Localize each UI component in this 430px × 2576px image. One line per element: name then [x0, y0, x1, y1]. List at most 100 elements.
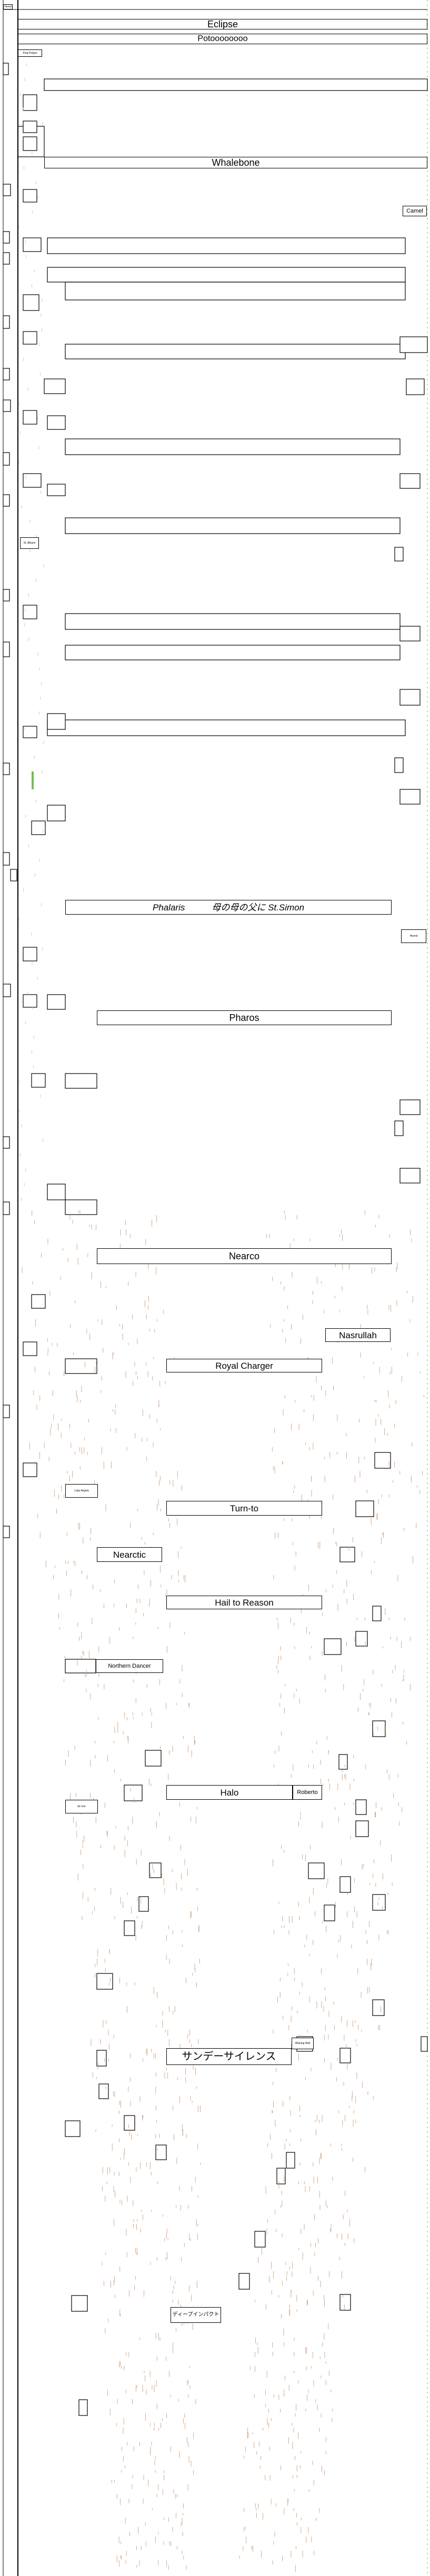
name-box-9 [23, 294, 39, 311]
name-box-8 [3, 252, 10, 265]
name-box-77 [372, 1894, 386, 1911]
name-box-24 [394, 547, 404, 562]
name-box-18 [47, 415, 66, 430]
branch-bar-2 [47, 237, 406, 254]
name-box-94 [78, 2399, 88, 2416]
label-royal-charger: Royal Charger [166, 1359, 322, 1372]
connector-lines [3, 0, 428, 2576]
name-box-31 [23, 726, 37, 738]
name-box-29 [399, 689, 421, 706]
name-box-25 [3, 589, 10, 602]
name-box-46 [3, 1136, 10, 1149]
name-box-72 [149, 1862, 162, 1878]
label-roberto: Roberto [293, 1785, 322, 1800]
name-box-58 [355, 1500, 374, 1517]
name-box-6 [3, 231, 10, 244]
name-box-52 [31, 1294, 46, 1309]
label-root: Herod [3, 4, 13, 9]
name-box-23 [3, 494, 10, 507]
label-potoooooooo: Potoooooooo [18, 34, 427, 44]
name-box-11 [23, 331, 37, 345]
name-box-71 [308, 1862, 325, 1879]
name-box-56 [374, 1452, 391, 1469]
name-box-7 [23, 237, 42, 252]
name-box-79 [372, 1999, 385, 2016]
name-box-82 [96, 2050, 107, 2067]
name-box-26 [23, 605, 37, 619]
name-box-61 [324, 1638, 342, 1655]
label-halo: Halo [166, 1785, 293, 1800]
label-wishing-well: Wishing Well [292, 2038, 314, 2049]
name-box-3 [23, 136, 37, 151]
name-box-34 [399, 789, 421, 805]
name-box-48 [399, 1168, 421, 1184]
branch-bar-6 [65, 438, 401, 455]
name-box-15 [406, 378, 425, 395]
minor-ticks [18, 63, 424, 2572]
label-deep-impact: ディープインパクト [171, 2307, 221, 2323]
name-box-89 [276, 2168, 286, 2184]
name-box-19 [3, 452, 10, 466]
name-box-14 [399, 336, 428, 353]
branch-bar-4 [65, 282, 406, 300]
name-box-81 [339, 2048, 351, 2063]
name-box-78 [96, 1973, 113, 1990]
name-box-44 [65, 1073, 97, 1089]
branch-bar-10 [47, 719, 406, 736]
name-box-17 [23, 410, 37, 425]
name-box-45 [399, 1099, 421, 1115]
label-phalaris-line: Phalaris 母の母の父に St.Simon [65, 900, 392, 915]
branch-bar-8 [65, 613, 401, 630]
label-nearctic-dam: Lady Angela [65, 1484, 98, 1498]
name-box-2 [23, 121, 37, 133]
name-box-12 [3, 368, 10, 380]
name-box-73 [339, 1876, 351, 1893]
name-box-84 [98, 2083, 109, 2099]
name-box-88 [286, 2152, 295, 2169]
name-box-49 [47, 1184, 66, 1200]
name-box-64 [372, 1606, 382, 1621]
name-box-60 [339, 1547, 355, 1562]
name-box-63 [355, 1631, 368, 1647]
branch-bar-7 [65, 517, 401, 534]
name-box-70 [355, 1820, 369, 1837]
branch-bar-5 [65, 344, 406, 359]
name-box-75 [138, 1896, 149, 1912]
name-box-83 [421, 2036, 428, 2052]
name-box-32 [394, 757, 404, 773]
label-camel: Camel [403, 206, 427, 216]
name-box-85 [65, 2120, 81, 2137]
name-box-92 [71, 2295, 88, 2312]
name-box-21 [399, 473, 421, 489]
name-box-38 [10, 869, 17, 881]
name-box-39 [23, 947, 37, 961]
name-box-43 [31, 1073, 46, 1088]
name-box-69 [355, 1799, 367, 1815]
label-nearctic: Nearctic [97, 1547, 162, 1562]
name-box-66 [145, 1750, 162, 1767]
name-box-93 [339, 2294, 351, 2311]
name-box-0 [3, 63, 9, 75]
name-box-1 [23, 94, 37, 111]
label-eclipse: Eclipse [18, 19, 427, 29]
name-box-28 [399, 626, 421, 642]
name-box-37 [3, 852, 10, 866]
name-box-87 [155, 2144, 167, 2160]
label-nearco: Nearco [97, 1248, 392, 1264]
name-box-13 [44, 378, 66, 394]
label-turn-to: Turn-to [166, 1501, 322, 1516]
name-box-86 [124, 2115, 135, 2131]
name-box-53 [23, 1341, 37, 1356]
label-nasrullah: Nasrullah [325, 1328, 391, 1342]
name-box-55 [3, 1405, 10, 1418]
name-box-59 [3, 1526, 10, 1538]
name-box-51 [3, 1201, 10, 1215]
name-box-74 [324, 1905, 335, 1921]
label-hail-to-reason: Hail to Reason [166, 1596, 322, 1609]
branch-bar-3 [47, 267, 406, 283]
name-box-62 [65, 1659, 96, 1673]
name-box-10 [3, 315, 10, 329]
name-box-90 [254, 2231, 266, 2248]
name-box-27 [3, 642, 10, 657]
